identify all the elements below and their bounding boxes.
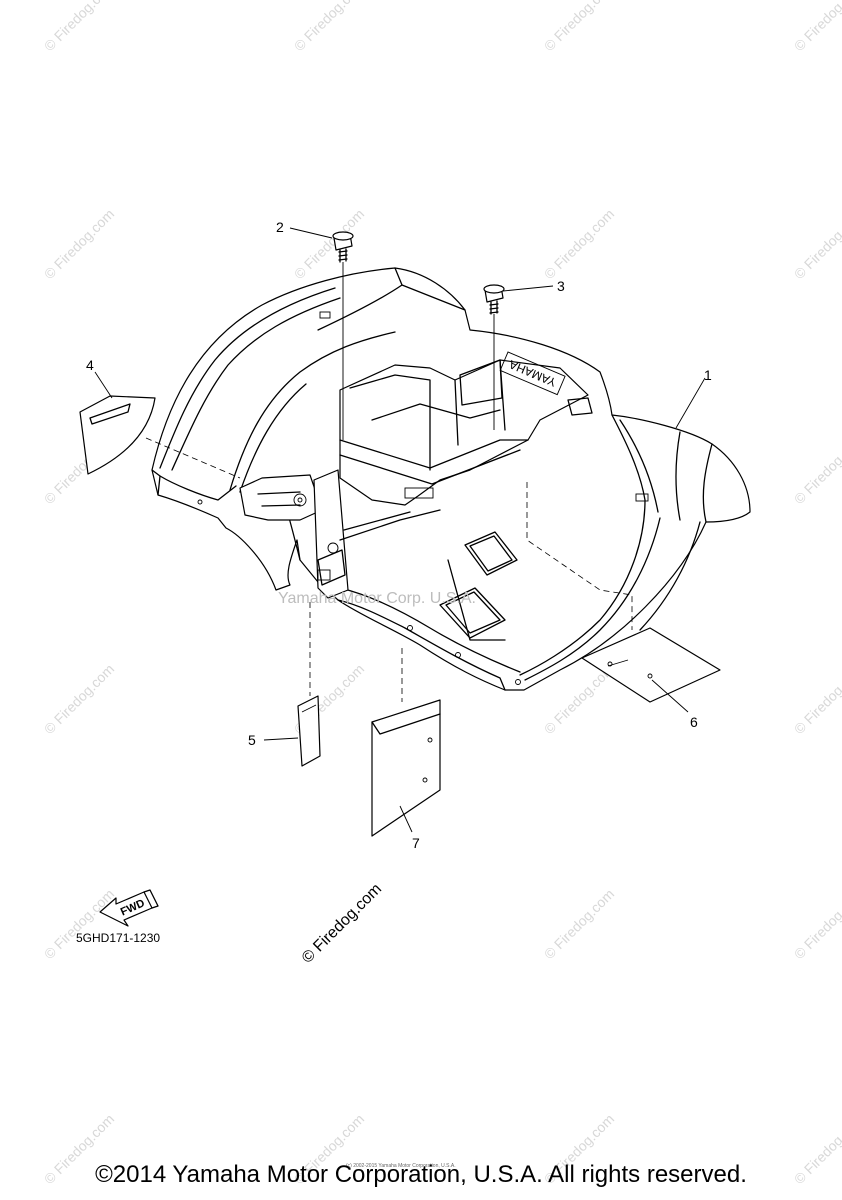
watermark: © Firedog.com [791, 661, 842, 737]
fwd-arrow-icon: FWD [99, 889, 159, 927]
watermark: © Firedog.com [541, 886, 617, 962]
watermark: © Firedog.com [41, 661, 117, 737]
pad-4 [79, 395, 156, 475]
callout-7: 7 [412, 835, 420, 851]
bolt-2 [332, 231, 354, 263]
watermark: © Firedog.com [41, 886, 117, 962]
rear-fender: YAMAHA [145, 267, 751, 691]
sheet-6 [581, 627, 721, 703]
callout-3: 3 [557, 278, 565, 294]
watermark: © Firedog.com [41, 206, 117, 282]
watermark: © Firedog.com [291, 206, 367, 282]
plate-5 [297, 695, 321, 767]
watermark: © Firedog.com [541, 206, 617, 282]
fine-print: (c) 2002-2015 Yamaha Motor Corporation, … [346, 1163, 456, 1169]
callout-2: 2 [276, 219, 284, 235]
callout-6: 6 [690, 714, 698, 730]
callout-5: 5 [248, 732, 256, 748]
copyright-footer: ©2014 Yamaha Motor Corporation, U.S.A. A… [95, 1161, 747, 1188]
bolt-3 [483, 284, 505, 315]
watermark: © Firedog.com [541, 0, 617, 54]
flap-7 [371, 699, 441, 837]
watermark: © Firedog.com [791, 206, 842, 282]
callout-leaders [94, 227, 706, 833]
corp-watermark: Yamaha Motor Corp. U.S.A. [278, 590, 476, 607]
watermark: © Firedog.com [791, 886, 842, 962]
watermark: © Firedog.com [791, 431, 842, 507]
watermark: © Firedog.com [791, 0, 842, 54]
watermark: © Firedog.com [291, 0, 367, 54]
firedog-watermark: © Firedog.com [299, 880, 385, 966]
callout-1: 1 [704, 367, 712, 383]
diagram-code: 5GHD171-1230 [76, 931, 160, 945]
callout-4: 4 [86, 357, 94, 373]
watermark: © Firedog.com [41, 0, 117, 54]
